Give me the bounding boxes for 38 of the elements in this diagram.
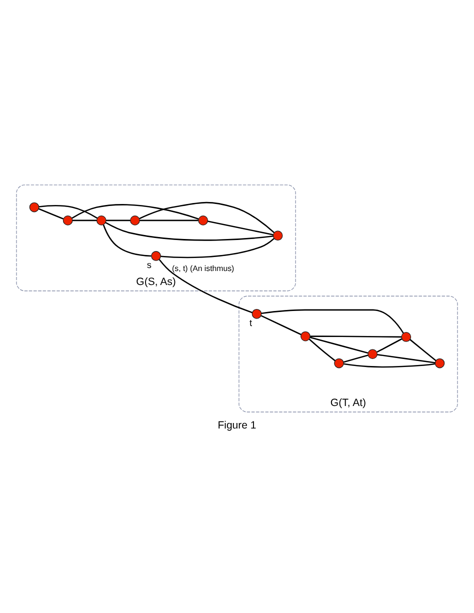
connector	[261, 308, 404, 334]
connector	[377, 353, 436, 363]
connector	[160, 238, 274, 258]
node-circle	[29, 202, 40, 212]
connector	[105, 221, 274, 240]
node-circle	[334, 358, 344, 368]
connector	[343, 354, 368, 362]
connector	[38, 208, 64, 219]
connector	[106, 219, 130, 221]
connector	[376, 338, 402, 352]
node-circle	[151, 250, 161, 260]
node-circle	[130, 215, 140, 225]
node-circle	[198, 215, 208, 225]
node-circle	[62, 215, 73, 225]
node-circle	[300, 330, 310, 341]
connector	[72, 204, 199, 220]
node-label: s	[146, 259, 152, 270]
caption: Figure 1	[218, 418, 256, 431]
connector	[308, 338, 336, 361]
connector	[208, 220, 274, 235]
node-circle	[272, 230, 283, 240]
connector	[310, 335, 402, 338]
connector	[344, 362, 436, 368]
connector	[140, 219, 198, 221]
node-circle	[434, 358, 445, 368]
connector	[410, 338, 436, 361]
node-label: t	[250, 317, 252, 328]
connector	[38, 204, 98, 218]
connector	[158, 258, 253, 313]
node-circle	[401, 332, 412, 342]
connector	[260, 314, 302, 335]
connector	[310, 336, 368, 354]
node-circle	[96, 215, 106, 225]
connector	[139, 201, 275, 233]
connector	[72, 219, 97, 221]
connector	[102, 224, 152, 256]
node-circle	[368, 348, 378, 358]
node-circle	[252, 308, 262, 318]
